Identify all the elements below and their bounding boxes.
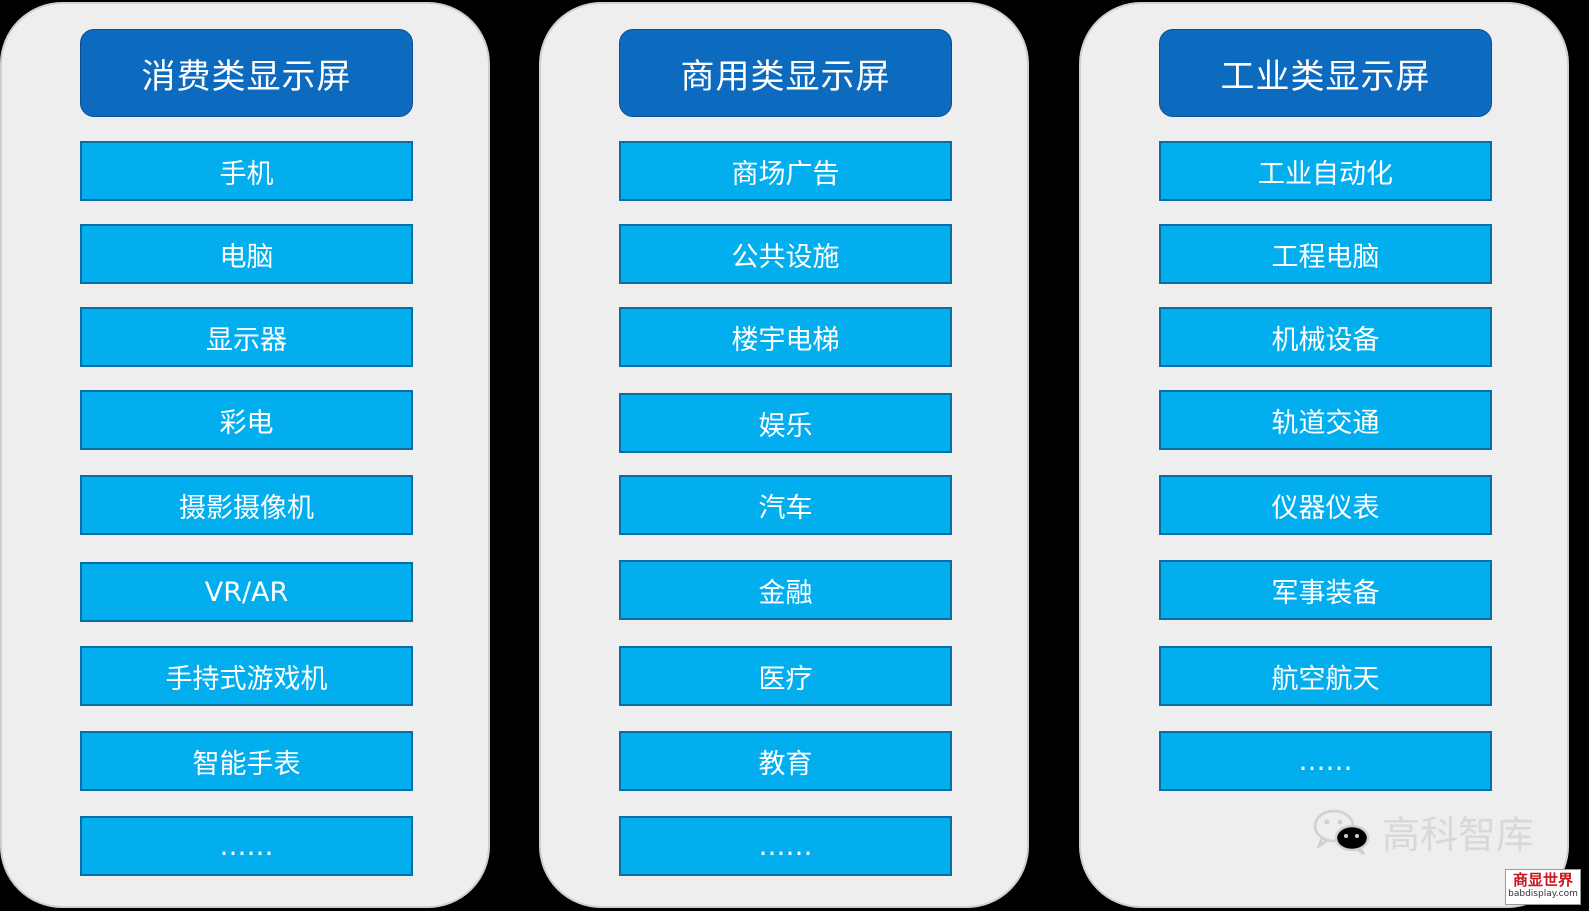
list-item: 智能手表	[80, 731, 413, 791]
list-item: 电脑	[80, 224, 413, 284]
list-item: 公共设施	[619, 224, 952, 284]
list-item: VR/AR	[80, 562, 413, 622]
list-item: ……	[1159, 731, 1492, 791]
column-title: 消费类显示屏	[80, 29, 413, 117]
list-item: 汽车	[619, 475, 952, 535]
watermark-text: 高科智库	[1382, 813, 1535, 857]
list-item: 金融	[619, 560, 952, 620]
site-badge: 商显世界 babdisplay.com	[1505, 869, 1581, 905]
column-consumer: 消费类显示屏 手机 电脑 显示器 彩电 摄影摄像机 VR/AR 手持式游戏机 智…	[0, 2, 490, 908]
column-title: 商用类显示屏	[619, 29, 952, 117]
list-item: 轨道交通	[1159, 390, 1492, 450]
list-item: 手持式游戏机	[80, 646, 413, 706]
list-item: 商场广告	[619, 141, 952, 201]
list-item: ……	[619, 816, 952, 876]
list-item: 仪器仪表	[1159, 475, 1492, 535]
list-item: 工业自动化	[1159, 141, 1492, 201]
list-item: 摄影摄像机	[80, 475, 413, 535]
list-item: 娱乐	[619, 393, 952, 453]
list-item: 工程电脑	[1159, 224, 1492, 284]
list-item: 楼宇电梯	[619, 307, 952, 367]
list-item: 教育	[619, 731, 952, 791]
column-title: 工业类显示屏	[1159, 29, 1492, 117]
list-item: 手机	[80, 141, 413, 201]
list-item: 显示器	[80, 307, 413, 367]
site-badge-url: babdisplay.com	[1508, 889, 1578, 899]
column-commercial: 商用类显示屏 商场广告 公共设施 楼宇电梯 娱乐 汽车 金融 医疗 教育 ……	[539, 2, 1029, 908]
list-item: 医疗	[619, 646, 952, 706]
site-badge-name: 商显世界	[1512, 871, 1573, 889]
list-item: 机械设备	[1159, 307, 1492, 367]
wechat-icon	[1312, 808, 1372, 856]
column-industrial: 工业类显示屏 工业自动化 工程电脑 机械设备 轨道交通 仪器仪表 军事装备 航空…	[1079, 2, 1569, 908]
watermark: 高科智库	[1312, 804, 1534, 859]
list-item: 航空航天	[1159, 646, 1492, 706]
list-item: 彩电	[80, 390, 413, 450]
list-item: ……	[80, 816, 413, 876]
list-item: 军事装备	[1159, 560, 1492, 620]
